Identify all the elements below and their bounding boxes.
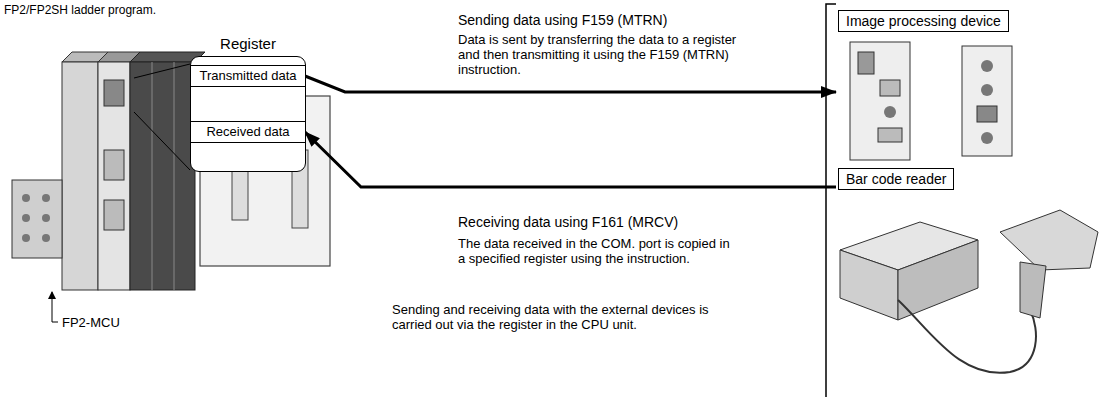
vision-connector xyxy=(884,106,896,118)
note-text: The data received in the COM. port is co… xyxy=(458,236,730,266)
vision-connector xyxy=(981,60,993,72)
vision-port xyxy=(977,106,997,122)
device-bracket xyxy=(826,4,836,397)
vision-connector xyxy=(981,132,993,144)
register-box: RegisterTransmitted dataReceived data xyxy=(190,56,306,172)
vision-led-panel xyxy=(858,52,874,74)
plc-cpu-module xyxy=(98,62,130,290)
scanner-cable xyxy=(898,300,1036,373)
edge-label: Sending data using F159 (MTRN) xyxy=(458,12,667,28)
decoder-front xyxy=(840,250,898,320)
plc-led-panel xyxy=(104,80,124,106)
plc-io-modules xyxy=(130,62,195,290)
plc-module-divider xyxy=(174,62,175,290)
plc-port xyxy=(104,200,124,230)
vision-controller xyxy=(962,46,1012,156)
mcu-leader xyxy=(52,322,58,323)
scanner-head xyxy=(1000,210,1098,270)
vision-controller xyxy=(850,42,910,160)
mcu-leader xyxy=(52,292,53,322)
plc-screw xyxy=(42,214,50,222)
data-flow-arrow xyxy=(305,132,836,187)
register-cell: Transmitted data xyxy=(191,65,305,87)
plc-screw xyxy=(42,194,50,202)
register-heading: Register xyxy=(191,35,305,52)
plc-illustration xyxy=(12,52,330,290)
plc-screw xyxy=(42,234,50,242)
plc-screw xyxy=(22,214,30,222)
note-text: FP2/FP2SH ladder program. xyxy=(4,3,156,18)
cell-text: Transmitted data xyxy=(199,66,296,86)
register-leader xyxy=(134,112,190,170)
edge-label: Receiving data using F161 (MRCV) xyxy=(458,214,678,230)
plc-power-module xyxy=(62,62,98,290)
note-text: Data is sent by transferring the data to… xyxy=(458,32,758,77)
vision-connector xyxy=(981,84,993,96)
register-cell: Received data xyxy=(191,121,305,143)
vision-port xyxy=(880,80,900,96)
barcode-reader-illustration xyxy=(840,210,1098,373)
plc-screw xyxy=(22,234,30,242)
plc-terminal-block xyxy=(12,180,62,258)
register-leader xyxy=(134,64,190,78)
plc-module-divider xyxy=(152,62,153,290)
data-flow-arrow xyxy=(305,76,836,92)
vision-port xyxy=(878,128,902,142)
cell-text: Received data xyxy=(206,122,289,142)
image-processing-illustration xyxy=(850,42,1012,160)
device-group: Bar code reader xyxy=(836,168,1106,390)
scanner-handle xyxy=(1020,262,1046,318)
part-name: FP2-MCU xyxy=(62,315,120,330)
decoder-side xyxy=(898,240,978,320)
device-group: Image processing device xyxy=(836,10,1036,165)
device-label: Image processing device xyxy=(838,10,1009,32)
note-text: Sending and receiving data with the exte… xyxy=(392,302,742,332)
plc-port xyxy=(104,150,124,180)
plc-screw xyxy=(22,194,30,202)
device-label: Bar code reader xyxy=(838,168,954,190)
